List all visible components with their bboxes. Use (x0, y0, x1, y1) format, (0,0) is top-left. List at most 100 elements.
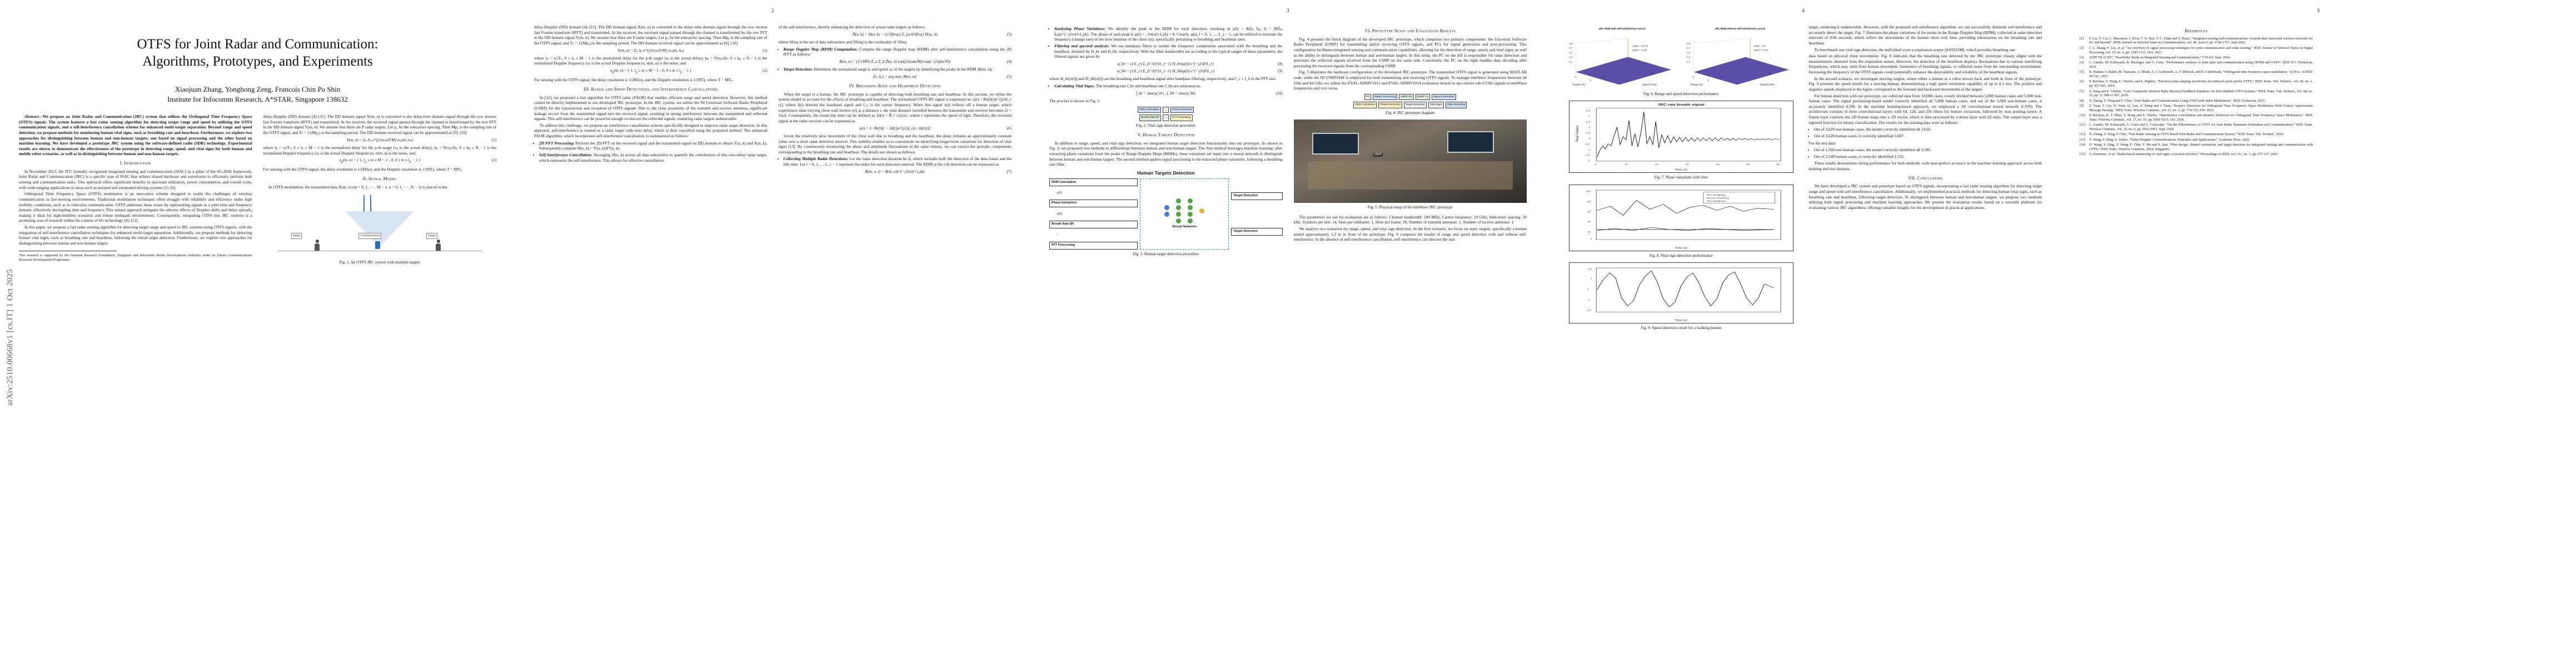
htd-box-breath-rate-bf: Breath Rate BF (1049, 220, 1138, 229)
svg-text:speed = 0 m/s: speed = 0 m/s (1754, 48, 1768, 51)
p2c2-bullets-2: Target Detection: Determine the normaliz… (779, 67, 1012, 72)
svg-text:-0.5: -0.5 (1585, 143, 1590, 146)
nn-node-h2-4 (1188, 218, 1193, 224)
svg-text:0.5: 0.5 (1569, 51, 1572, 54)
reference-item: [7]Y. Ding and E. Viterbo, “Low Complexi… (2080, 89, 2313, 98)
rs-paragraph-1: In [12], we proposed a fast algorithm fo… (534, 94, 768, 122)
reference-text: L. Gaudio, M. Kobayashi, G. Caire and G.… (2089, 123, 2313, 132)
figure-7: JRC raw breath signal 2.5 2 1.5 1 0.5 0 … (1564, 101, 1798, 180)
reference-text: F. Liu, Y. Cui, C. Masouros, J. Zhou, T.… (2089, 36, 2313, 45)
rs-bullet-2: Self-Interference Cancellation: Averagin… (539, 152, 768, 163)
blk-target-detection: Target Detection (1403, 102, 1427, 108)
page1-column-2: delay-Doppler (DD) domain [4]–[11]. The … (263, 114, 496, 639)
svg-text:80: 80 (1587, 200, 1591, 202)
reference-number: [2] (2080, 46, 2084, 50)
reference-text: 3GPP TR 22.837, “Feasibility Study on In… (2089, 55, 2231, 59)
p2c1-paragraph-1: delay-Doppler (DD) domain [4]–[11]. The … (534, 24, 768, 46)
reference-item: [8]X. Zhang, Y. Zeng and F. Chin, “Joint… (2080, 99, 2313, 103)
equation-1-number: (1) (491, 137, 496, 142)
htd-box-target-detection-1: Target Detection (1231, 192, 1283, 201)
equation-6: y(t) = x̃ · Re[x̃(t − 2d(t))e^{j2πf_c(t−… (779, 126, 1012, 131)
test-data-heading: For the test data: (1808, 140, 1836, 146)
svg-text:10: 10 (1625, 163, 1628, 166)
reference-item: [9]Z. Yuan, F. Liu, W. Yuan, Q. Guo, Z. … (2080, 104, 2313, 113)
p4c2-paragraph-3: For human detection with our prototype, … (1808, 93, 2042, 125)
photo-monitor-right (1447, 131, 1494, 153)
p2c2-bullets: Range Doppler Map (RDM) Computation: Com… (779, 47, 1012, 57)
svg-text:0.3: 0.3 (1687, 56, 1691, 59)
reference-list: [1]F. Liu, Y. Cui, C. Masouros, J. Zhou,… (2080, 37, 2313, 157)
intro-paragraph-1: In November 2023, the ITU formally recog… (19, 168, 252, 190)
figure-1-diagram: Target Communication Target (263, 192, 496, 258)
funding-footnote: This research is supported by the Nation… (19, 253, 252, 262)
rs-paragraph-2: To address this challenge, we propose an… (534, 122, 768, 138)
svg-text:1: 1 (1589, 127, 1591, 129)
p4c2-extra-2: To benchmark our vital sign detection, t… (1814, 47, 2016, 52)
reference-number: [11] (2080, 123, 2086, 127)
figure-4-row-2: RDM Calculation Phase Extraction Target … (1294, 102, 1527, 108)
figure-4: PC Radar Processing USRP Rx USRP Tx Sign… (1294, 93, 1527, 116)
equation-1-body: Y(m, n) = Σₚ hₚ e^{j2πνₚnT/M} σₘ(m, nₚ) (346, 137, 413, 142)
base-station-icon (363, 195, 372, 212)
reference-text: R. Hadani, S. Rakib, M. Tsatsanis, A. Mo… (2089, 70, 2313, 79)
svg-text:40: 40 (1587, 221, 1591, 223)
reference-item: [11]L. Gaudio, M. Kobayashi, G. Caire an… (2080, 123, 2313, 132)
reference-text: X. Zhang, Y. Zeng and F. Chin, “Joint Ra… (2089, 98, 2266, 103)
htd-symbol-rho: ρ(l) (1057, 191, 1062, 195)
target-detect-bullet-text: Determine the normalized range lₚ and sp… (814, 67, 993, 72)
equation-5: (l̂ₚ, k̂ₚ) = arg max |R(m, n)| (5) (779, 74, 1012, 79)
reference-number: [3] (2080, 55, 2084, 59)
figure-1-label-target-left: Target (291, 233, 302, 240)
svg-text:0.1: 0.1 (1687, 61, 1691, 63)
block-rdm-calculation: RDM Calculation (1138, 106, 1162, 113)
reference-number: [12] (2080, 132, 2086, 137)
block-breath-rate-bf: Breath Rate BF (1139, 115, 1161, 121)
p2-equation-2-body: σp(m, n) = { 1, lp ≤ m ≤ M − 1 ; 0, 0 ≤ … (610, 68, 691, 74)
figure-9-caption: Fig. 9. Speed detection result for a wal… (1641, 326, 1722, 331)
conclusions-paragraph: We have developed a JRC system and proto… (1808, 183, 2042, 210)
filtering-bullet: Filtering and spectral analysis: We use … (1054, 43, 1283, 59)
page-number-5: 5 (2317, 8, 2320, 13)
figure-4-diagram: PC Radar Processing USRP Rx USRP Tx Sign… (1294, 93, 1527, 108)
speed-xlabel: Time (s) (1675, 319, 1688, 322)
figure-2-diagram: RDM Calculation → Phase Extraction Breat… (1049, 106, 1283, 121)
equation-2-body: σp(m, n) = { 1, lp ≤ m ≤ M − 1 ; 0, 0 ≤ … (339, 158, 421, 164)
target-human-left (315, 240, 320, 251)
svg-text:50: 50 (1747, 163, 1750, 166)
equation-4-number: (4) (1007, 59, 1012, 64)
figure-7-plot: JRC raw breath signal 2.5 2 1.5 1 0.5 0 … (1569, 101, 1793, 173)
breath-ylabel: Phase Variation (1576, 126, 1580, 142)
training-result-2: Out of 3,626 human cases, it correctly i… (1814, 133, 2042, 139)
test-result-1: Out of 1,506 non-human cases, the model … (1814, 147, 2042, 153)
nn-node-h1-4 (1176, 218, 1182, 224)
photo-tag-usrp: USRP (1373, 153, 1383, 157)
svg-text:range = 0 m: range = 0 m (1754, 44, 1767, 47)
abstract-label: Abstract— (24, 114, 43, 120)
svg-text:0.1: 0.1 (1569, 61, 1572, 63)
photo-table (1307, 161, 1513, 190)
page2-column-1: delay-Doppler (DD) domain [4]–[11]. The … (534, 24, 768, 645)
equation-5-number: (5) (1007, 74, 1012, 79)
svg-text:0.5: 0.5 (1586, 132, 1590, 135)
svg-text:60: 60 (1587, 211, 1591, 213)
p4c2-extra: target, rendering it undetectable. Howev… (1808, 24, 2042, 46)
section-heading-conclusions: VII. Conclusions (1908, 175, 1943, 181)
equation-7-number: (7) (1007, 169, 1012, 174)
collect-bullet-text: Let the radar detection duration be Δ, w… (783, 156, 1012, 167)
reference-item: [14]D. Wang, Y. Qing, Y. Wang, F. Chin, … (2080, 143, 2313, 152)
equation-8: φ̃_br = (1/L_r) Σ_{l=0}^{L_r−1} H_br(φ(l… (1049, 62, 1282, 67)
svg-text:0.7: 0.7 (1569, 47, 1572, 49)
p4c2-paragraph-1: data based on physical chest movements. … (1808, 53, 2042, 74)
figure-1-caption: Fig. 1. An OTFS JRC system with multiple… (339, 260, 420, 265)
col2-paragraph-tail: For sensing with the OTFS signal, the de… (263, 167, 463, 172)
svg-text:1.5: 1.5 (1587, 268, 1592, 271)
arrow-1: → (1163, 106, 1169, 113)
calc-vital-title: Calculating Vital Signs: (1054, 83, 1095, 89)
nn-layers (1164, 198, 1205, 224)
svg-text:30: 30 (1686, 163, 1689, 166)
rs-bullet-1: 2D FFT Processing: Perform the 2D-FFT on… (539, 141, 768, 151)
collect-bullet-title: Collecting Multiple Radar Detections: (783, 156, 849, 162)
p2c1-paragraph-tail: For sensing with the OTFS signal, the de… (534, 77, 734, 83)
test-results-list: Out of 1,506 non-human cases, the model … (1809, 147, 2042, 159)
figure-2-caption: Fig. 2. Vital sign detection procedure (1136, 123, 1196, 128)
